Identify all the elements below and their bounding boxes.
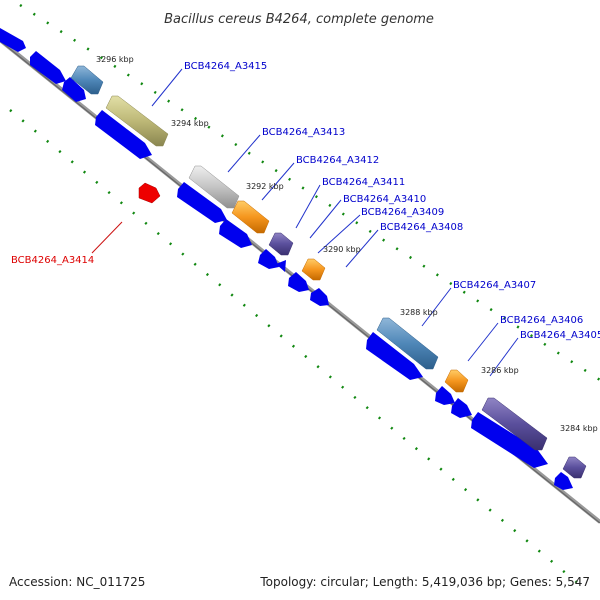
- cds-arrow: [471, 412, 548, 468]
- cds-arrow: [276, 260, 286, 272]
- reverse-strand-gene: [138, 182, 161, 204]
- gene-label-a3409[interactable]: BCB4264_A3409: [361, 207, 444, 218]
- gene-label-a3413[interactable]: BCB4264_A3413: [262, 127, 345, 138]
- gene-label-a3414[interactable]: BCB4264_A3414: [11, 255, 94, 266]
- kbp-tick-label: 3290 kbp: [323, 245, 361, 254]
- accession-text: Accession: NC_011725: [9, 575, 145, 589]
- leader-line-a3415: [151, 68, 183, 107]
- cds-arrow: [554, 472, 573, 490]
- feature-bar: [105, 95, 169, 147]
- gene-label-a3412[interactable]: BCB4264_A3412: [296, 155, 379, 166]
- gene-label-a3411[interactable]: BCB4264_A3411: [322, 177, 405, 188]
- gene-label-a3410[interactable]: BCB4264_A3410: [343, 194, 426, 205]
- feature-bar: [301, 258, 326, 281]
- kbp-tick-label: 3284 kbp: [560, 424, 598, 433]
- leader-line-a3410: [309, 199, 342, 239]
- cds-arrow: [288, 272, 309, 292]
- kbp-tick-label: 3296 kbp: [96, 55, 134, 64]
- leader-line-a3407: [421, 287, 452, 327]
- cds-arrow: [258, 249, 279, 269]
- gene-label-a3407[interactable]: BCB4264_A3407: [453, 280, 536, 291]
- feature-bar: [231, 200, 270, 234]
- gene-label-a3405[interactable]: BCB4264_A3405: [520, 330, 600, 341]
- leader-line-a3412: [261, 162, 295, 201]
- leader-line-a3411: [295, 184, 321, 229]
- feature-bar: [444, 369, 469, 393]
- topology-text: Topology: circular; Length: 5,419,036 bp…: [259, 575, 590, 589]
- feature-bar: [562, 456, 587, 479]
- leader-line-a3409: [317, 214, 361, 254]
- cds-arrows: [0, 28, 573, 490]
- cds-arrow: [366, 332, 423, 380]
- leader-line-a3414: [91, 221, 123, 254]
- gene-label-a3408[interactable]: BCB4264_A3408: [380, 222, 463, 233]
- feature-bar: [268, 232, 294, 256]
- tick-track-inner: [9, 109, 581, 586]
- cds-arrow: [310, 288, 329, 306]
- feature-bar: [70, 65, 104, 95]
- leader-line-a3408: [345, 229, 379, 268]
- kbp-tick-label: 3288 kbp: [400, 308, 438, 317]
- gene-label-a3406[interactable]: BCB4264_A3406: [500, 315, 583, 326]
- cds-arrow: [62, 77, 86, 102]
- feature-bar: [481, 397, 548, 451]
- genome-title: Bacillus cereus B4264, complete genome: [164, 12, 434, 27]
- leader-line-a3413: [227, 134, 261, 173]
- cds-arrow: [95, 110, 152, 159]
- leader-line-a3406: [467, 322, 499, 362]
- feature-bar: [188, 165, 240, 209]
- label-leaders: [151, 68, 519, 377]
- cds-arrow: [30, 51, 66, 84]
- kbp-tick-label: 3292 kbp: [246, 182, 284, 191]
- feature-bar: [376, 317, 439, 370]
- leader-line-a3405: [489, 337, 519, 377]
- cds-arrow: [0, 28, 26, 52]
- cds-arrow: [435, 386, 455, 405]
- cds-arrow: [219, 219, 252, 248]
- gene-label-a3415[interactable]: BCB4264_A3415: [184, 61, 267, 72]
- kbp-tick-label: 3294 kbp: [171, 119, 209, 128]
- cds-arrow: [177, 182, 227, 223]
- cds-arrow: [451, 398, 472, 418]
- kbp-tick-label: 3286 kbp: [481, 366, 519, 375]
